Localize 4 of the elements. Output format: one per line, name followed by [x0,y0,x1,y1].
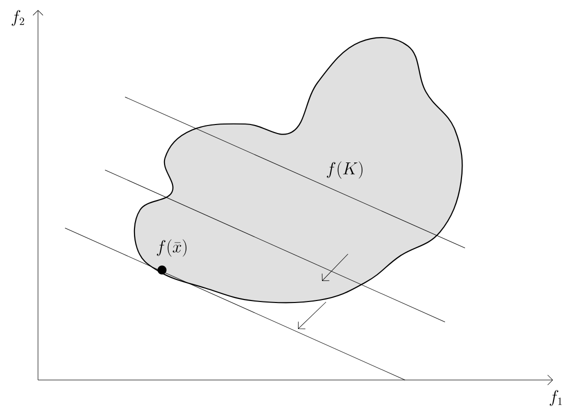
math-label: $f_1$ [550,390,562,406]
math-label: $f_2$ [12,10,24,26]
math-label: $f(\bar{x})$ [156,239,186,257]
math-label: $f(K)$ [326,161,362,179]
